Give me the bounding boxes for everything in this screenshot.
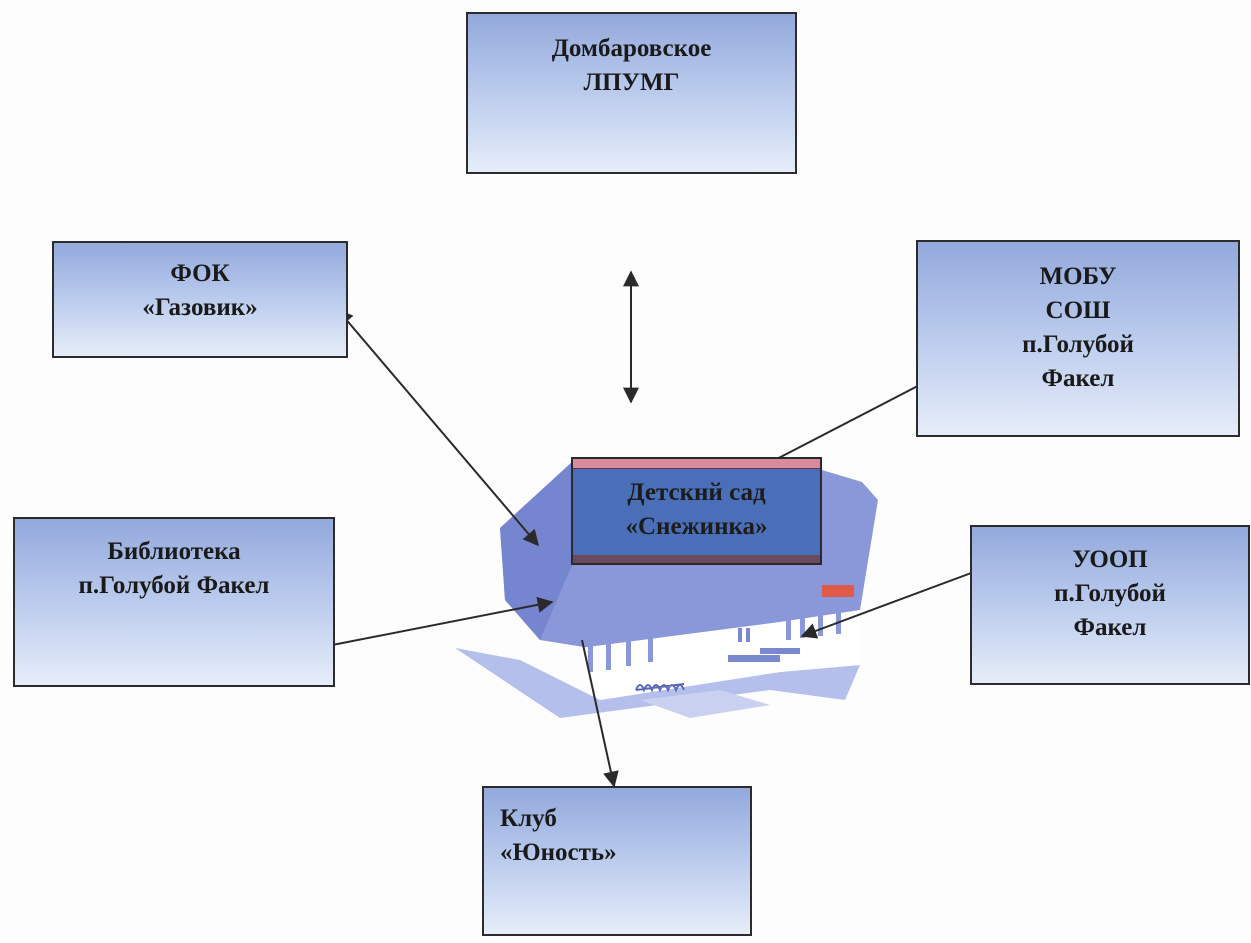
node-dombarovskoe-lpumg: Домбаровское ЛПУМГ <box>466 12 797 174</box>
sign-text: Детскнй сад «Снежинка» <box>573 469 820 544</box>
node-label-line: МОБУ <box>1039 263 1117 290</box>
center-label-line: «Снежинка» <box>625 513 768 540</box>
node-label-line: ЛПУМГ <box>583 69 680 96</box>
node-label-line: Клуб <box>500 805 557 832</box>
center-label-line: Детскнй сад <box>627 479 766 506</box>
node-label-line: «Юность» <box>500 839 617 866</box>
node-label-line: п.Голубой <box>1054 580 1166 607</box>
node-label-line: Факел <box>1041 365 1115 392</box>
node-label-line: Факел <box>1073 614 1147 641</box>
sign-top-stripe <box>573 459 820 469</box>
node-uoop: УООП п.Голубой Факел <box>970 525 1250 685</box>
node-fok-gazovik: ФОК «Газовик» <box>52 241 348 358</box>
arrow-uoop <box>800 563 992 639</box>
node-label-line: УООП <box>1072 546 1148 573</box>
node-label-line: ФОК <box>170 260 230 287</box>
node-label-line: п.Голубой Факел <box>78 572 270 599</box>
arrow-club <box>581 639 619 788</box>
node-label-line: СОШ <box>1045 297 1111 324</box>
building-path <box>640 690 770 718</box>
building-wall <box>580 610 862 700</box>
node-label-line: п.Голубой <box>1022 331 1134 358</box>
building-red-accent <box>822 585 854 597</box>
node-label-line: «Газовик» <box>142 294 258 321</box>
sign-bottom-stripe <box>573 555 820 563</box>
building-roof-shade <box>500 462 572 640</box>
building-arches <box>635 683 685 693</box>
node-label-line: Домбаровское <box>551 35 712 62</box>
building-ground <box>455 648 860 718</box>
arrow-fok <box>336 308 540 547</box>
building-windows <box>728 628 800 662</box>
node-mobu-sosh: МОБУ СОШ п.Голубой Факел <box>916 240 1240 437</box>
center-kindergarten-sign: Детскнй сад «Снежинка» <box>571 457 822 565</box>
node-club-yunost: Клуб «Юность» <box>482 786 752 936</box>
node-library: Библиотека п.Голубой Факел <box>13 517 335 687</box>
node-label-line: Библиотека <box>107 538 241 565</box>
